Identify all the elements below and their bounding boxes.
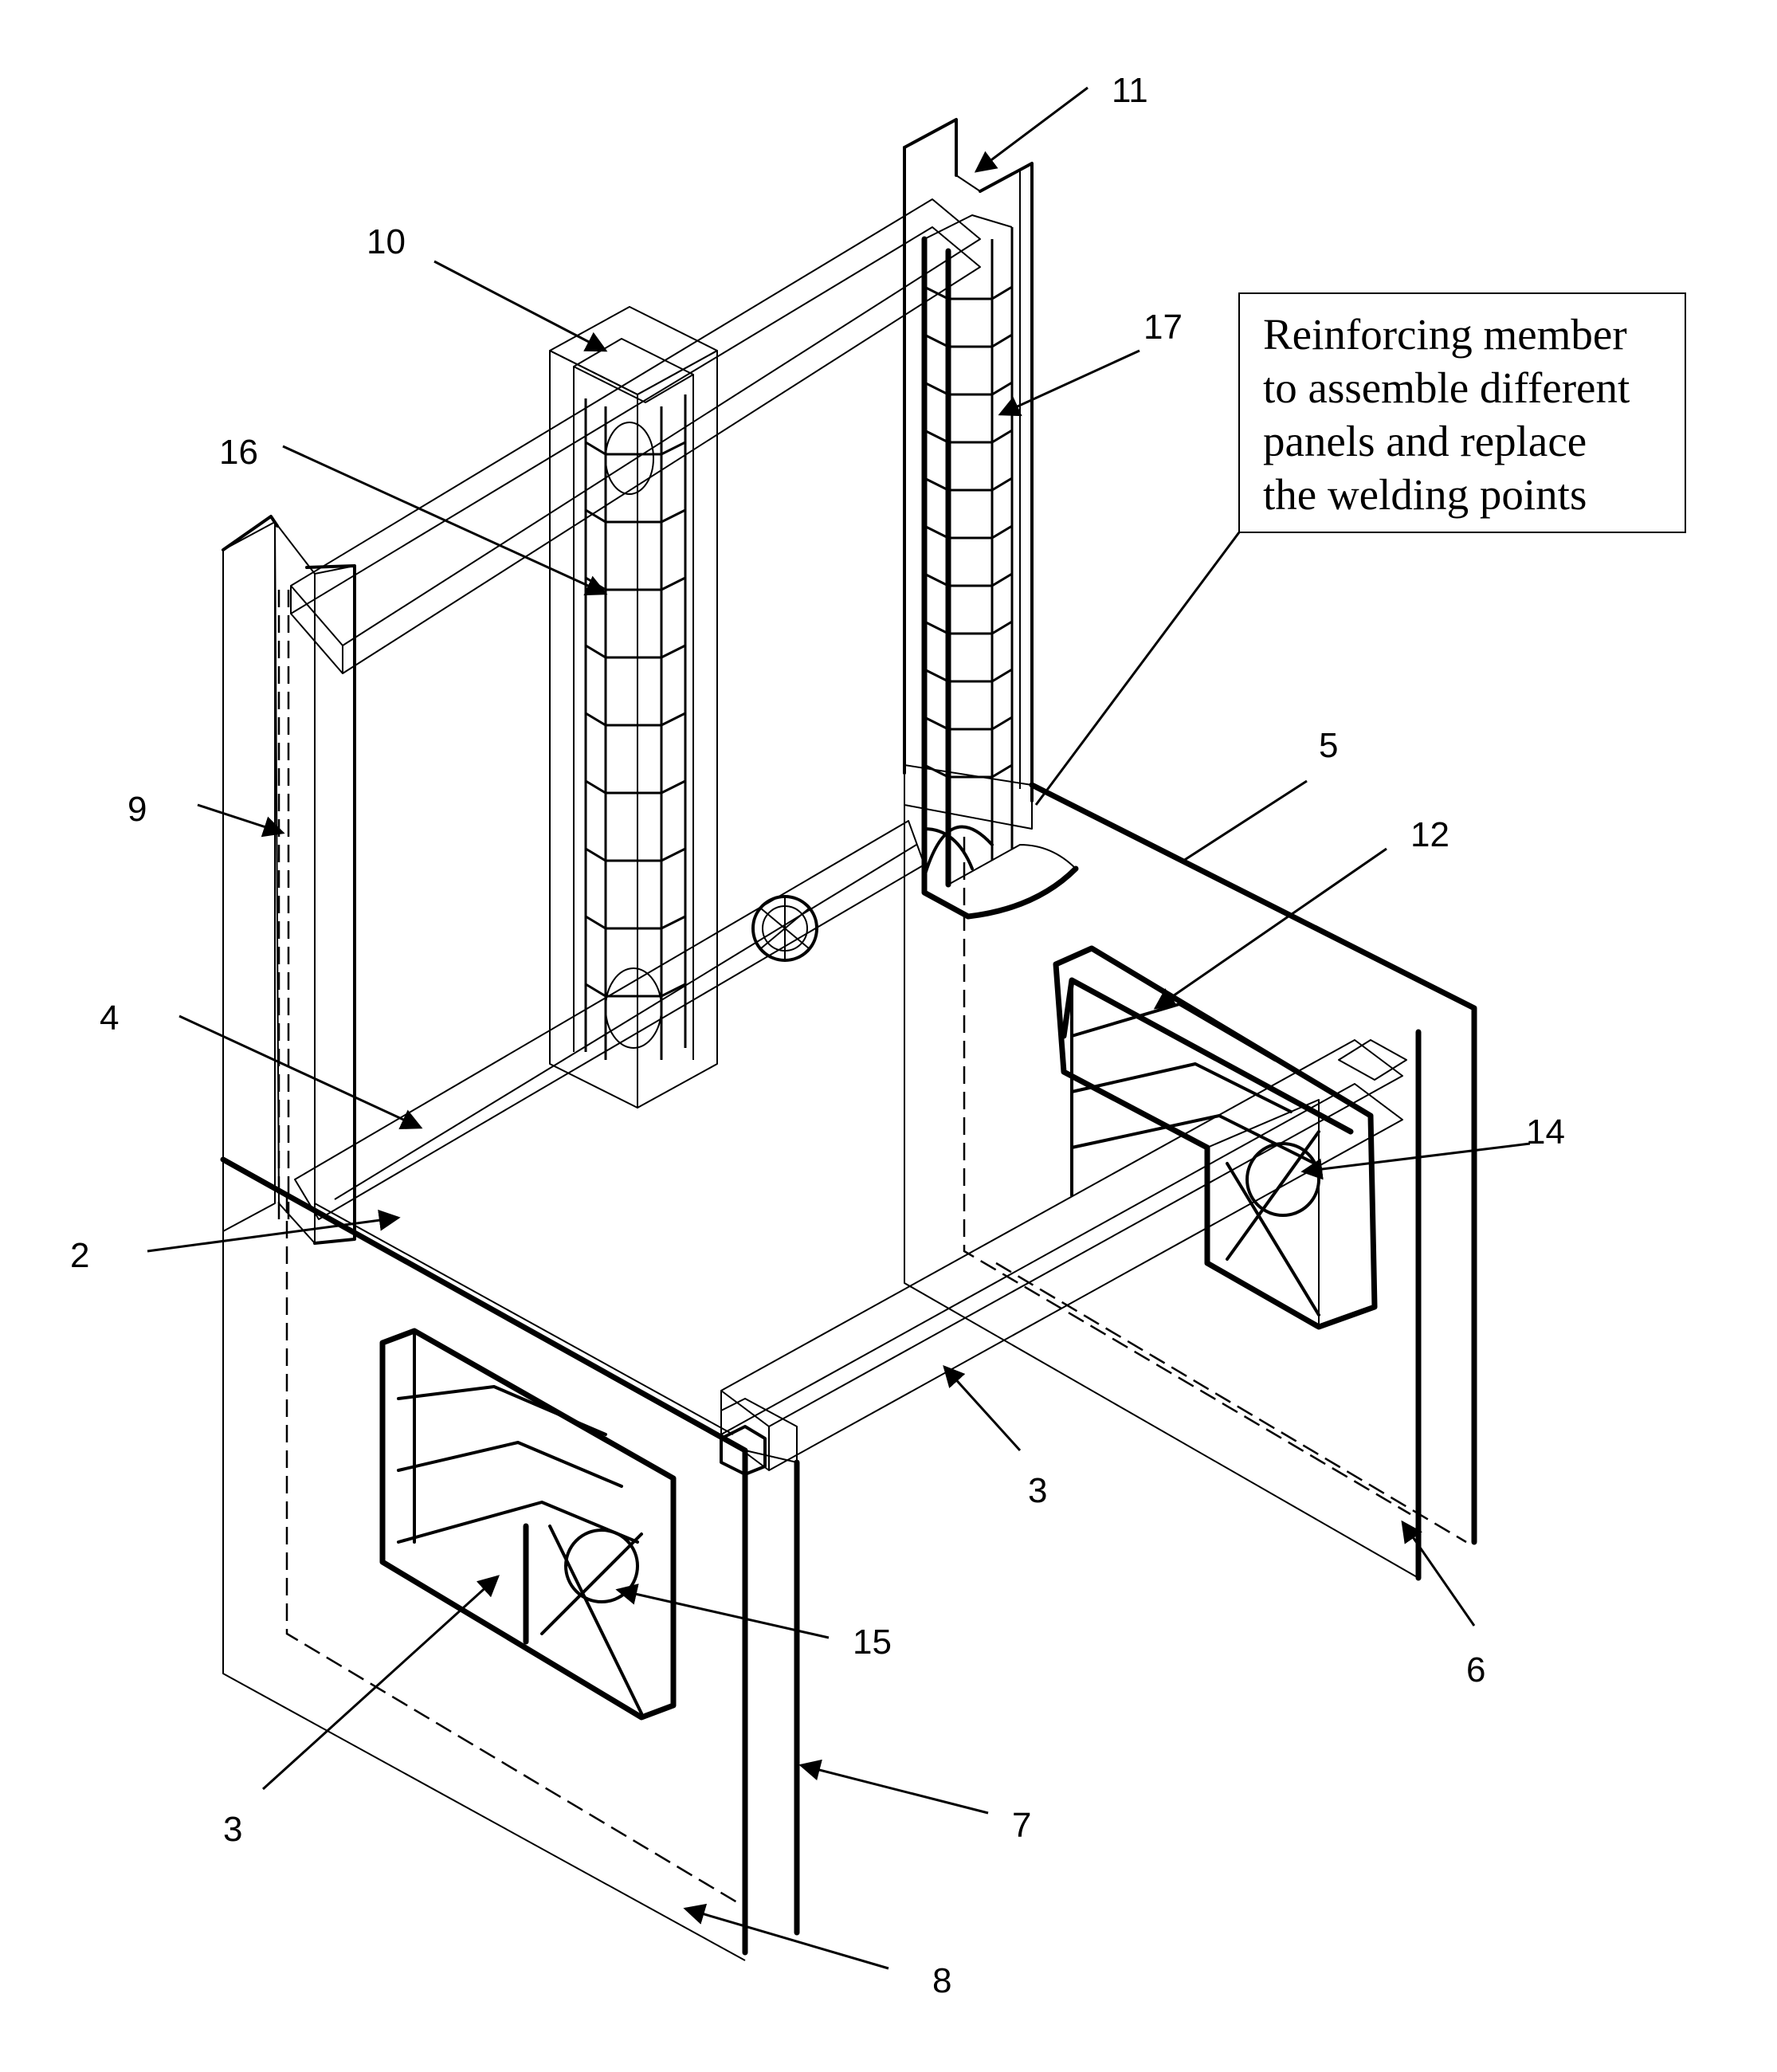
frame-12 xyxy=(1056,948,1375,1327)
label-2: 2 xyxy=(70,1236,89,1275)
column-9 xyxy=(223,516,355,1243)
label-14: 14 xyxy=(1526,1113,1565,1152)
label-12: 12 xyxy=(1410,815,1449,854)
callout-line-4: the welding points xyxy=(1263,470,1587,519)
label-4: 4 xyxy=(100,999,119,1038)
label-6: 6 xyxy=(1466,1650,1485,1689)
callout-leader xyxy=(1036,532,1239,805)
label-15: 15 xyxy=(853,1623,892,1662)
callout-box: Reinforcing member to assemble different… xyxy=(1239,293,1685,532)
lattice-17 xyxy=(924,215,1012,885)
label-7: 7 xyxy=(1012,1806,1031,1845)
label-11: 11 xyxy=(1112,71,1148,110)
callout-line-2: to assemble different xyxy=(1263,363,1630,412)
top-rear-rail xyxy=(291,199,980,673)
label-16: 16 xyxy=(219,433,258,472)
label-5: 5 xyxy=(1319,726,1338,765)
label-9: 9 xyxy=(127,790,147,829)
wheel-detail xyxy=(753,897,817,960)
label-10: 10 xyxy=(367,222,406,261)
label-3-right: 3 xyxy=(1028,1471,1047,1510)
panel-7-8 xyxy=(223,1160,797,1960)
rail-4 xyxy=(295,821,924,1219)
panel-5-6 xyxy=(904,765,1474,1578)
callout-line-3: panels and replace xyxy=(1263,417,1587,465)
label-3-left: 3 xyxy=(223,1810,242,1849)
label-8: 8 xyxy=(932,1961,951,2000)
callout-line-1: Reinforcing member xyxy=(1263,310,1627,359)
label-17: 17 xyxy=(1143,308,1183,347)
column-10 xyxy=(550,307,717,1108)
